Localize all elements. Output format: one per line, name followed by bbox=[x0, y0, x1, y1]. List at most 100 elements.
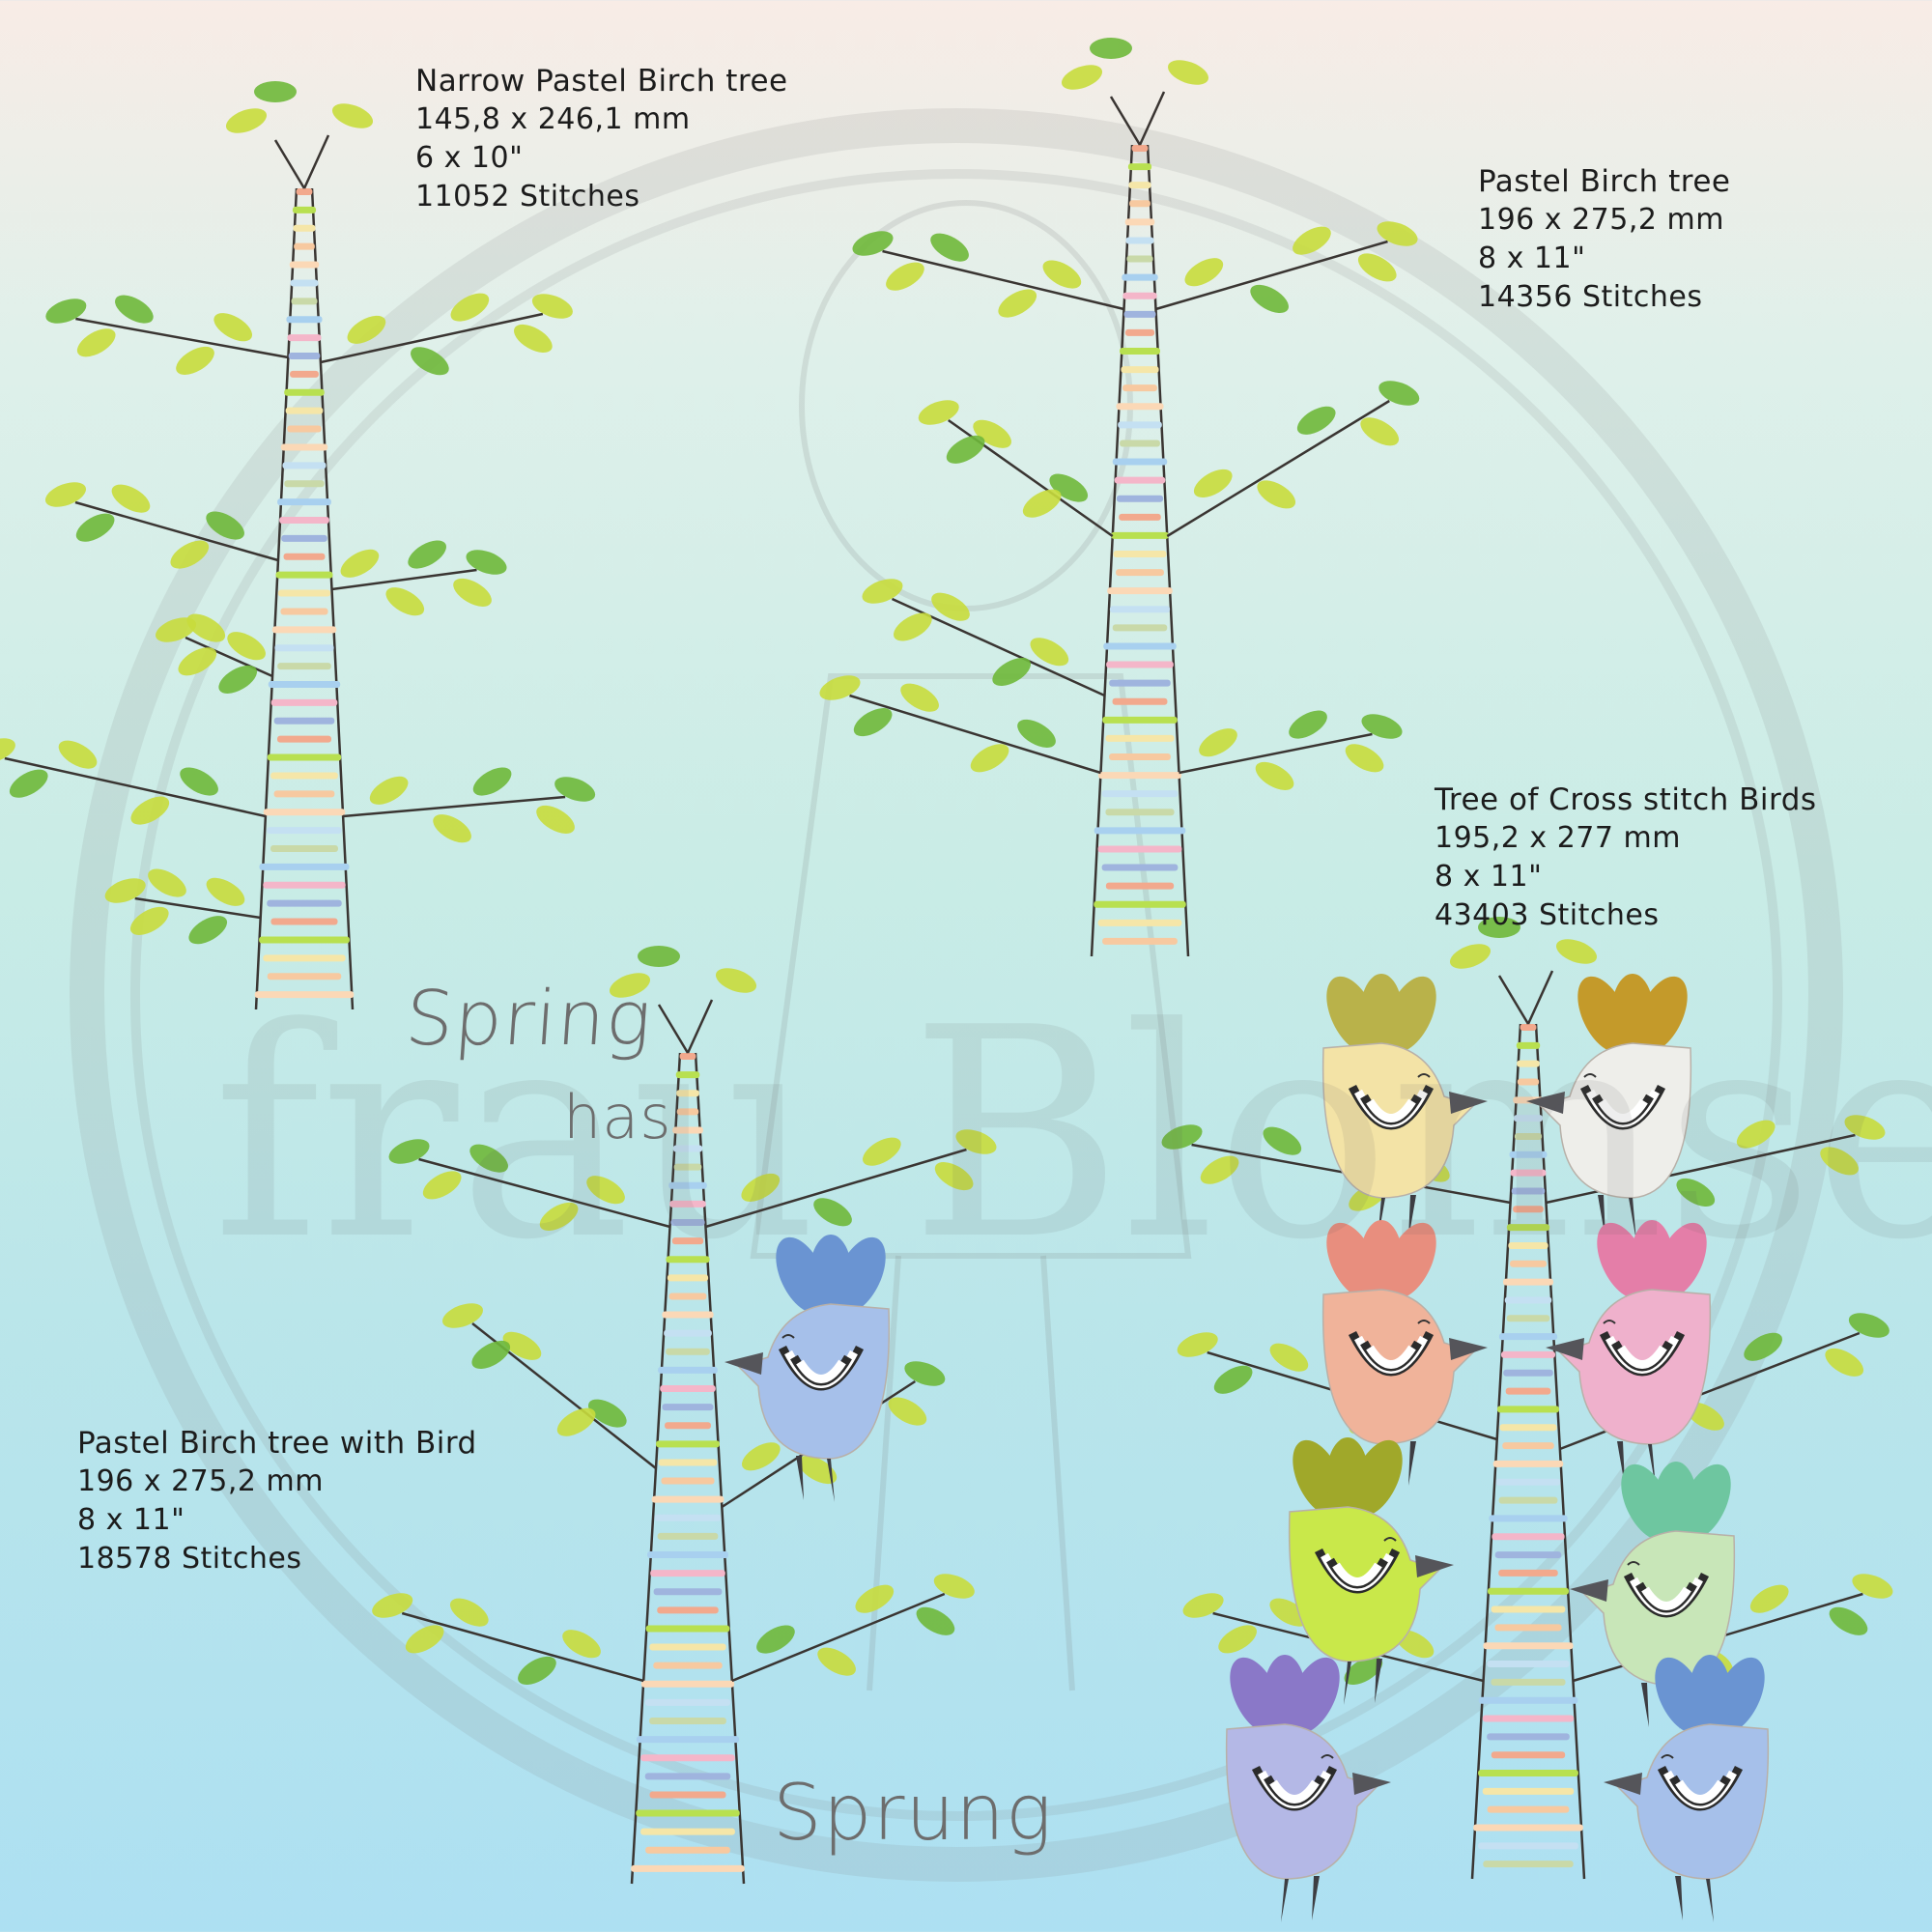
cross-stitch-leaf bbox=[411, 347, 449, 376]
bird-wing-stripe bbox=[796, 1359, 846, 1383]
cross-stitch-leaf bbox=[1255, 761, 1294, 790]
trunk-stripe bbox=[676, 1090, 699, 1097]
trunk-stripe bbox=[1492, 1533, 1565, 1541]
lettering-has: has bbox=[563, 1082, 672, 1152]
trunk-stripe bbox=[1509, 1151, 1548, 1158]
bird-pink bbox=[1546, 1220, 1712, 1488]
trunk-stripe bbox=[1506, 1224, 1550, 1232]
trunk-stripe bbox=[1097, 845, 1182, 853]
cross-stitch-leaf bbox=[449, 1598, 489, 1627]
trunk-stripe bbox=[650, 1570, 725, 1577]
cross-stitch-leaf bbox=[170, 540, 210, 569]
trunk-stripe bbox=[1489, 1515, 1568, 1522]
bird-tail-feather bbox=[1597, 1222, 1649, 1299]
trunk-stripe bbox=[275, 571, 333, 579]
cross-stitch-leaf bbox=[1377, 221, 1418, 246]
cross-stitch-leaf bbox=[888, 1397, 927, 1426]
trunk-stripe bbox=[667, 1274, 709, 1282]
cross-stitch-leaf bbox=[817, 1647, 856, 1676]
trunk-stripe bbox=[282, 462, 327, 469]
cross-stitch-leaf bbox=[813, 1198, 852, 1227]
top-twig bbox=[1109, 91, 1166, 146]
trunk-stripe bbox=[254, 991, 355, 999]
bird-eye bbox=[781, 1334, 795, 1339]
trunk-stripe bbox=[1124, 218, 1155, 226]
trunk-stripe bbox=[662, 1404, 714, 1411]
trunk-stripe bbox=[676, 1108, 699, 1116]
trunk-stripe bbox=[1105, 809, 1175, 816]
birch-with-bird-tree bbox=[372, 946, 997, 1885]
bird-tail-feather bbox=[1577, 976, 1630, 1053]
top-twig bbox=[1497, 970, 1554, 1025]
cross-stitch-leaf bbox=[0, 738, 15, 763]
branch bbox=[320, 312, 544, 364]
trunk-stripe bbox=[263, 881, 346, 889]
bird-legs bbox=[1675, 1876, 1714, 1922]
trunk-stripe bbox=[267, 753, 342, 761]
trunk-stripe bbox=[675, 1071, 700, 1079]
cross-stitch-leaf bbox=[933, 1574, 975, 1599]
trunk-stripe bbox=[1491, 1751, 1566, 1759]
trunk-stripe bbox=[658, 1366, 718, 1374]
trunk-stripe bbox=[1114, 476, 1166, 484]
design-title: Narrow Pastel Birch tree bbox=[415, 64, 788, 99]
cross-stitch-leaf bbox=[973, 419, 1011, 448]
bird-tail-feather bbox=[1655, 1657, 1707, 1734]
trunk-stripe bbox=[640, 1828, 735, 1835]
trunk-stripe bbox=[1123, 310, 1156, 318]
cross-stitch-leaf bbox=[586, 1176, 625, 1205]
trunk-stripe bbox=[666, 1256, 710, 1264]
trunk-stripe bbox=[1517, 1060, 1540, 1067]
cross-stitch-leaf bbox=[609, 973, 651, 998]
cross-stitch-leaf bbox=[347, 315, 386, 344]
trunk-stripe bbox=[1111, 531, 1169, 539]
watermark-text: frau Blomsen bbox=[213, 966, 1932, 1303]
trunk-stripe bbox=[1122, 273, 1158, 281]
trunk-stripe bbox=[1503, 1278, 1553, 1286]
trunk-stripe bbox=[280, 443, 328, 451]
trunk-stripe bbox=[1482, 1787, 1575, 1795]
design-title: Tree of Cross stitch Birds bbox=[1435, 782, 1817, 817]
cross-stitch-leaf bbox=[254, 81, 297, 102]
trunk-stripe bbox=[287, 425, 322, 433]
trunk-stripe bbox=[654, 1514, 722, 1521]
trunk-stripe bbox=[1514, 1132, 1543, 1140]
bird-eye bbox=[1383, 1537, 1397, 1542]
design-size-inch: 8 x 11" bbox=[1435, 860, 1543, 894]
design-size-inch: 8 x 11" bbox=[77, 1503, 185, 1537]
cross-stitch-leaf bbox=[433, 814, 471, 843]
bird-lavender bbox=[1225, 1655, 1391, 1922]
trunk-stripe bbox=[1503, 1369, 1553, 1377]
branch bbox=[331, 568, 477, 591]
trunk-stripe bbox=[1126, 255, 1153, 263]
branch bbox=[401, 1611, 644, 1683]
cross-stitch-leaf bbox=[372, 1593, 413, 1618]
trunk-stripe bbox=[294, 242, 315, 250]
design-size-inch: 6 x 10" bbox=[415, 141, 524, 175]
bird-legs bbox=[1598, 1195, 1636, 1241]
trunk-stripe bbox=[1510, 1260, 1547, 1267]
trunk-stripe bbox=[284, 388, 325, 396]
trunk-stripe bbox=[273, 790, 335, 798]
cross-stitch-leaf bbox=[206, 877, 245, 906]
cross-stitch-leaf bbox=[469, 1144, 508, 1173]
birds-layer bbox=[724, 974, 1770, 1922]
branch bbox=[134, 896, 261, 920]
cross-stitch-leaf bbox=[130, 796, 170, 825]
design-size-mm: 196 x 275,2 mm bbox=[1478, 203, 1724, 237]
trunk-stripe bbox=[1122, 384, 1157, 392]
cross-stitch-leaf bbox=[955, 1129, 997, 1154]
cross-stitch-leaf bbox=[1825, 1348, 1864, 1377]
trunk-stripe bbox=[672, 1126, 703, 1134]
bird-beak bbox=[1570, 1579, 1608, 1602]
trunk-stripe bbox=[277, 735, 331, 743]
trunk-stripe bbox=[653, 1588, 723, 1596]
trunk-stripe bbox=[1094, 900, 1186, 908]
trunk-stripe bbox=[1124, 328, 1155, 336]
trunk-stripe bbox=[1487, 1733, 1570, 1741]
trunk-stripe bbox=[270, 918, 338, 925]
trunk-stripe bbox=[1101, 864, 1179, 871]
cross-stitch-leaf bbox=[1829, 1606, 1868, 1635]
bird-yellow bbox=[1321, 974, 1488, 1241]
trunk-stripe bbox=[283, 553, 326, 560]
